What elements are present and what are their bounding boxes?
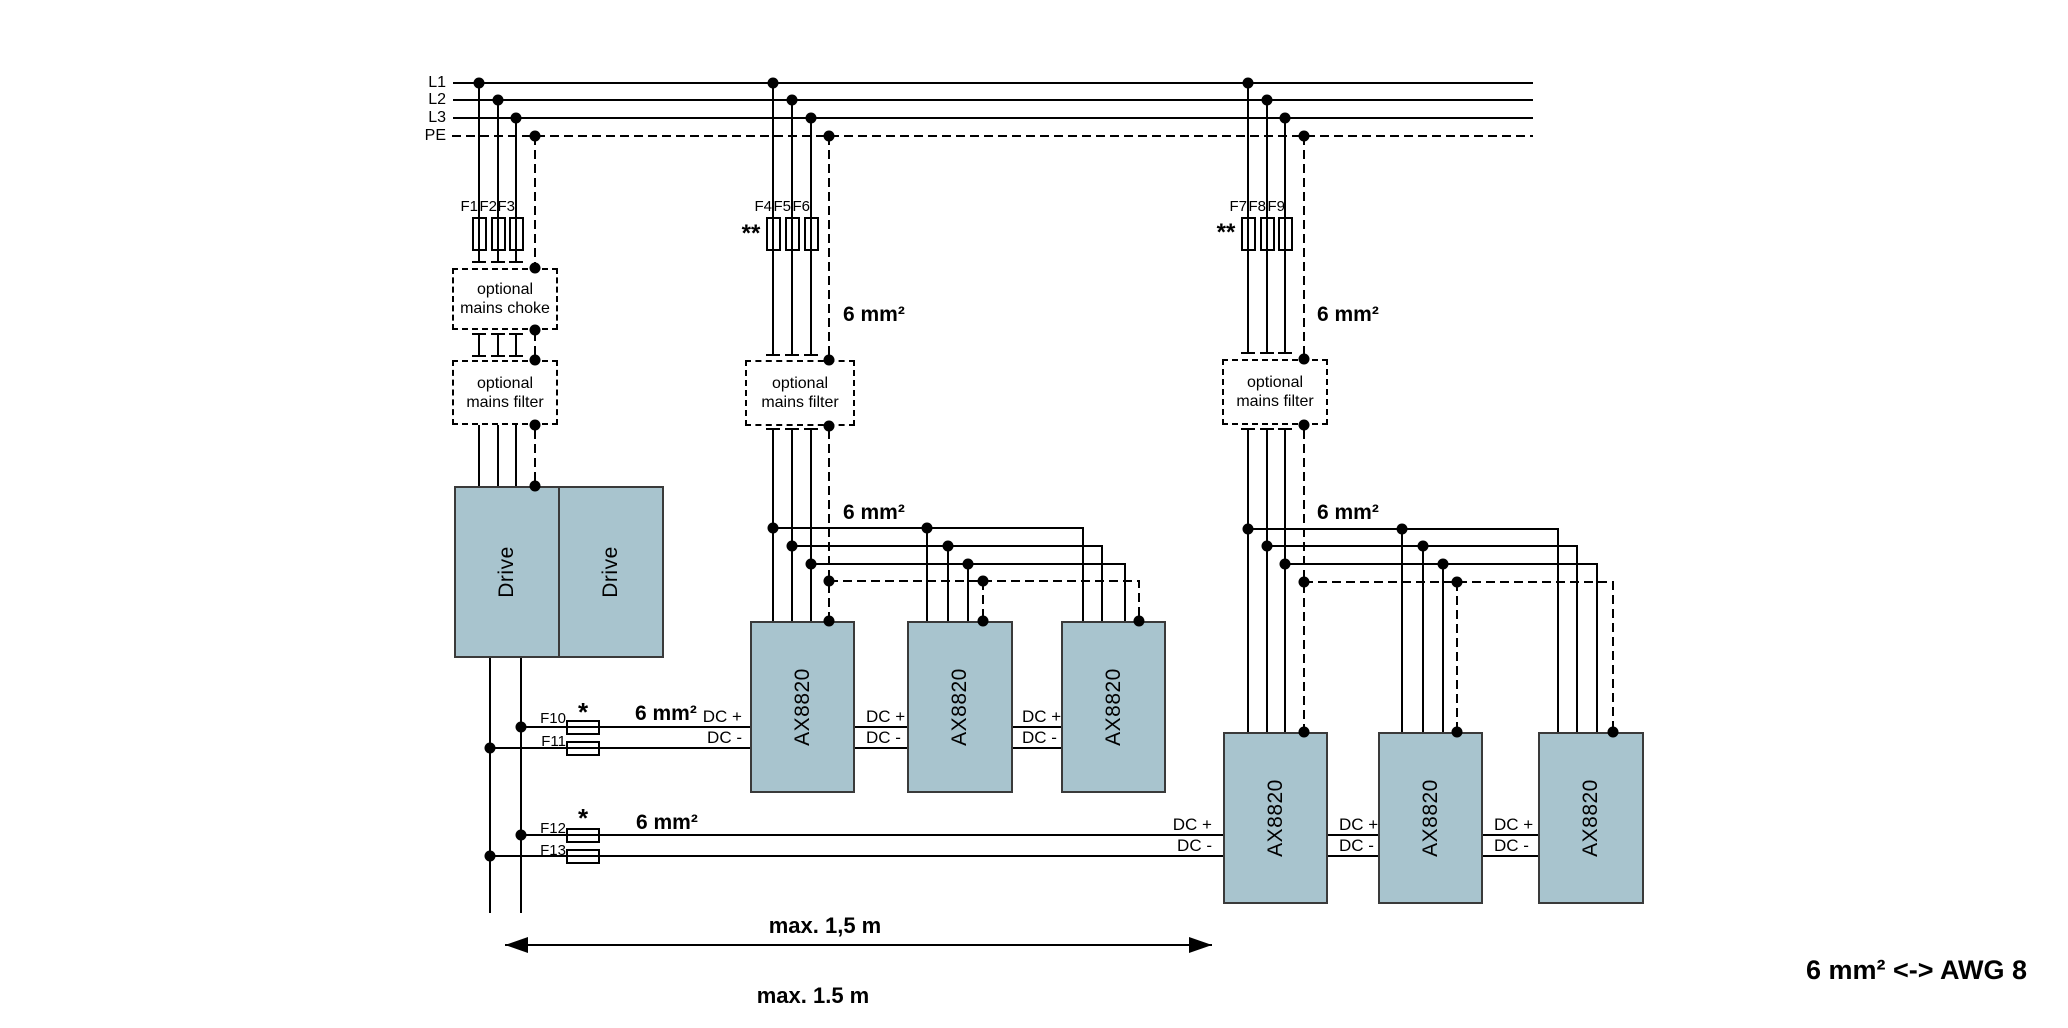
dc-plus-label-ax1-ax2: DC + xyxy=(866,707,906,726)
ax8820-box-1: AX8820 xyxy=(750,621,855,793)
wire-size-label-middle-dist: 6 mm² xyxy=(843,501,905,524)
dc-minus-label-ax5-ax6: DC - xyxy=(1494,836,1529,855)
fuse-label-f9: F9 xyxy=(1267,198,1285,215)
dc-minus-label-ax4: DC - xyxy=(1177,836,1212,855)
mains-choke-label: mains choke xyxy=(460,300,550,317)
fuse-f5 xyxy=(785,217,800,251)
ax8820-label: AX8820 xyxy=(1578,779,1602,857)
wire-size-label-right-top: 6 mm² xyxy=(1317,303,1379,326)
ax8820-box-6: AX8820 xyxy=(1538,732,1644,904)
ax8820-box-4: AX8820 xyxy=(1223,732,1328,904)
ax8820-label: AX8820 xyxy=(1263,779,1287,857)
ax8820-label: AX8820 xyxy=(1101,668,1125,746)
dc-plus-label-ax4: DC + xyxy=(1172,815,1212,834)
ax8820-box-3: AX8820 xyxy=(1061,621,1166,793)
double-star-mark-right: ** xyxy=(1216,219,1236,246)
fuse-label-f6: F6 xyxy=(792,198,810,215)
wire-size-label-right-dist: 6 mm² xyxy=(1317,501,1379,524)
optional-label: optional xyxy=(771,375,829,392)
fuse-f1 xyxy=(472,217,487,251)
fuse-label-f11: F11 xyxy=(541,733,566,750)
dimension-arrow-heads xyxy=(505,937,1212,953)
fuse-label-f3: F3 xyxy=(497,198,515,215)
fuse-label-f10: F10 xyxy=(540,710,566,727)
fuse-f13 xyxy=(566,849,600,864)
drive-label: Drive xyxy=(494,546,518,598)
optional-mains-filter-box-middle: optional mains filter xyxy=(745,360,855,426)
optional-mains-choke-box: optional mains choke xyxy=(452,268,558,330)
ax8820-label: AX8820 xyxy=(790,668,814,746)
fuse-f11 xyxy=(566,741,600,756)
optional-label: optional xyxy=(1246,374,1304,391)
dc-plus-label-ax4-ax5: DC + xyxy=(1339,815,1379,834)
optional-mains-filter-box-left: optional mains filter xyxy=(452,360,558,425)
dc-minus-label-ax4-ax5: DC - xyxy=(1339,836,1374,855)
max-length-label-arrow: max. 1,5 m xyxy=(768,913,882,938)
dc-minus-label-ax2-ax3: DC - xyxy=(1022,728,1057,747)
max-length-label-footnote: max. 1.5 m xyxy=(756,983,870,1008)
terminal-ticks xyxy=(472,261,1292,430)
bus-label-l1: L1 xyxy=(428,74,446,91)
dc-plus-label-ax1: DC + xyxy=(702,707,742,726)
optional-label: optional xyxy=(476,281,534,298)
optional-mains-filter-box-right: optional mains filter xyxy=(1222,359,1328,425)
ax8820-box-2: AX8820 xyxy=(907,621,1013,793)
dc-plus-label-ax2-ax3: DC + xyxy=(1022,707,1062,726)
wire-size-label-middle-top: 6 mm² xyxy=(843,303,905,326)
wire-size-label-dc-lower: 6 mm² xyxy=(636,811,698,834)
mains-filter-label: mains filter xyxy=(761,394,839,411)
bus-label-l3: L3 xyxy=(428,109,446,126)
drive-box-2: Drive xyxy=(558,486,664,658)
dc-minus-label-ax1-ax2: DC - xyxy=(866,728,901,747)
fuse-f9 xyxy=(1278,217,1293,251)
mains-filter-label: mains filter xyxy=(1236,393,1314,410)
ax8820-box-5: AX8820 xyxy=(1378,732,1483,904)
fuse-f2 xyxy=(491,217,506,251)
fuse-f3 xyxy=(509,217,524,251)
fuse-label-f13: F13 xyxy=(540,842,566,859)
bus-label-pe: PE xyxy=(424,127,446,144)
star-mark-f12: * xyxy=(577,803,589,833)
bus-label-l2: L2 xyxy=(428,91,446,108)
double-star-mark-middle: ** xyxy=(741,220,761,247)
drive-label: Drive xyxy=(598,546,622,598)
mains-filter-label: mains filter xyxy=(466,393,544,411)
dc-minus-label-ax1: DC - xyxy=(707,728,742,747)
star-mark-f10: * xyxy=(577,697,589,727)
ax8820-label: AX8820 xyxy=(947,668,971,746)
drive-box-1: Drive xyxy=(454,486,560,658)
dc-plus-label-ax5-ax6: DC + xyxy=(1494,815,1534,834)
ax8820-label: AX8820 xyxy=(1418,779,1442,857)
fuse-f6 xyxy=(804,217,819,251)
fuse-label-f12: F12 xyxy=(540,820,566,837)
fuse-f8 xyxy=(1260,217,1275,251)
optional-label: optional xyxy=(476,374,534,392)
awg-equivalence-note: 6 mm² <-> AWG 8 xyxy=(1806,955,2028,985)
